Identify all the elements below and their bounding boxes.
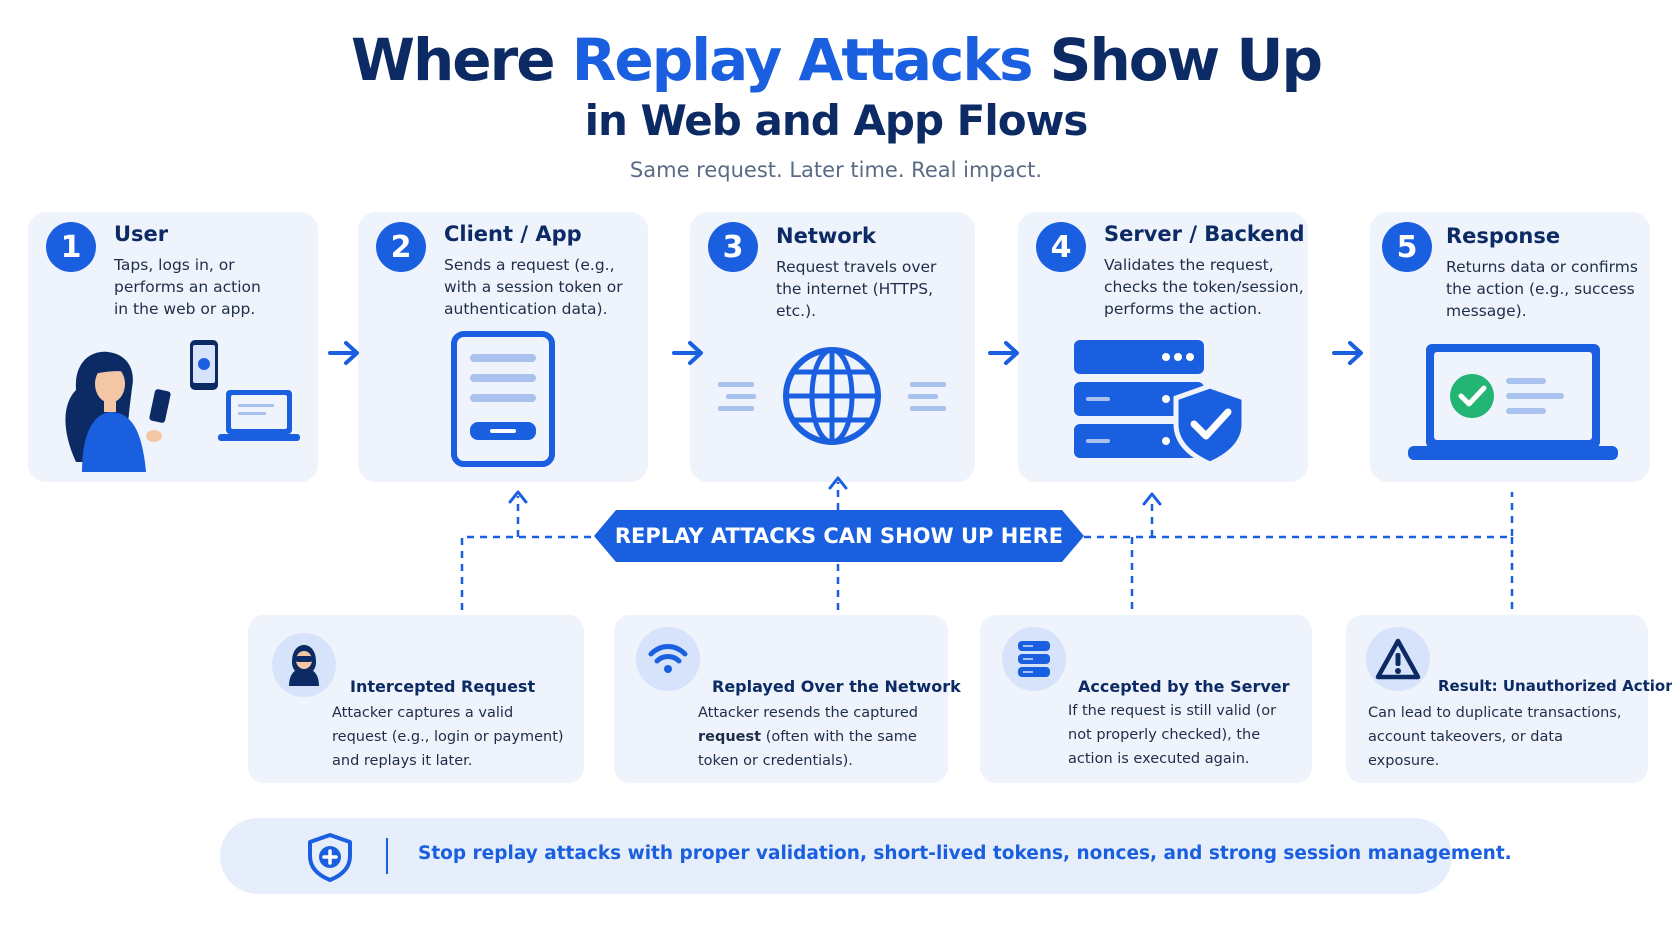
database-icon <box>1002 627 1066 691</box>
step-card-server: 4 Server / Backend Validates the request… <box>1018 212 1308 482</box>
attack-card-accepted: Accepted by the Server If the request is… <box>980 615 1312 783</box>
attack-description: Attacker captures a valid request (e.g.,… <box>332 705 564 769</box>
attack-title: Intercepted Request <box>350 677 536 696</box>
wifi-icon <box>636 627 700 691</box>
flow-arrow-icon <box>672 341 703 365</box>
step-description: Validates the request, checks the token/… <box>1104 256 1304 318</box>
laptop-success-icon <box>1408 344 1618 460</box>
step-title: Response <box>1446 224 1561 248</box>
step-title: Server / Backend <box>1104 222 1305 246</box>
title-part1: Where <box>351 26 572 94</box>
flow-arrow-icon <box>328 341 359 365</box>
attack-description: If the request is still valid (or not pr… <box>1068 703 1277 767</box>
title-part2: Show Up <box>1031 26 1323 94</box>
attack-card-replayed: Replayed Over the Network Attacker resen… <box>614 615 961 783</box>
step-card-user: 1 User Taps, logs in, or performs an act… <box>28 212 318 482</box>
step-title: User <box>114 222 169 246</box>
step-description: Request travels over the internet (HTTPS… <box>776 258 937 320</box>
shield-plus-icon <box>308 833 352 882</box>
flow-arrow-icon <box>1332 341 1363 365</box>
page-title: Where Replay Attacks Show Up <box>0 26 1672 94</box>
footer-text: Stop replay attacks with proper validati… <box>418 843 1512 864</box>
step-number-badge: 5 <box>1382 222 1432 272</box>
globe-icon <box>718 347 946 445</box>
attack-card-result: Result: Unauthorized Action Can lead to … <box>1346 615 1672 783</box>
server-icon <box>1074 340 1247 467</box>
attack-description: Can lead to duplicate transactions, acco… <box>1368 705 1622 769</box>
attack-description: Attacker resends the captured request (o… <box>698 705 918 769</box>
step-title: Client / App <box>444 222 582 246</box>
flow-arrow-icon <box>988 341 1019 365</box>
attack-card-intercepted: Intercepted Request Attacker captures a … <box>248 615 584 783</box>
step-number-badge: 4 <box>1036 222 1086 272</box>
title-highlight: Replay Attacks <box>571 26 1034 94</box>
replay-attacks-banner: REPLAY ATTACKS CAN SHOW UP HERE <box>594 510 1084 562</box>
user-person-icon <box>65 340 300 472</box>
step-number-badge: 2 <box>376 222 426 272</box>
page-tagline: Same request. Later time. Real impact. <box>629 158 1043 182</box>
step-title: Network <box>776 224 877 248</box>
attack-title: Result: Unauthorized Action <box>1438 677 1672 695</box>
step-number-badge: 1 <box>46 222 96 272</box>
attack-title: Replayed Over the Network <box>712 677 961 696</box>
attack-title: Accepted by the Server <box>1078 677 1290 696</box>
step-card-response: 5 Response Returns data or confirms the … <box>1370 212 1650 482</box>
step-description: Taps, logs in, or performs an action in … <box>114 256 261 318</box>
hacker-icon <box>272 633 336 697</box>
mobile-app-icon <box>451 331 555 467</box>
step-number-badge: 3 <box>708 222 758 272</box>
step-card-network: 3 Network Request travels over the inter… <box>690 212 975 482</box>
footer-divider <box>386 838 388 874</box>
warning-icon <box>1366 627 1430 691</box>
shield-check-icon <box>1173 383 1247 467</box>
step-card-client-app: 2 Client / App Sends a request (e.g., wi… <box>358 212 648 482</box>
step-description: Returns data or confirms the action (e.g… <box>1446 258 1638 320</box>
step-description: Sends a request (e.g., with a session to… <box>444 256 623 318</box>
footer-callout: Stop replay attacks with proper validati… <box>220 818 1512 894</box>
page-subtitle: in Web and App Flows <box>584 96 1089 145</box>
